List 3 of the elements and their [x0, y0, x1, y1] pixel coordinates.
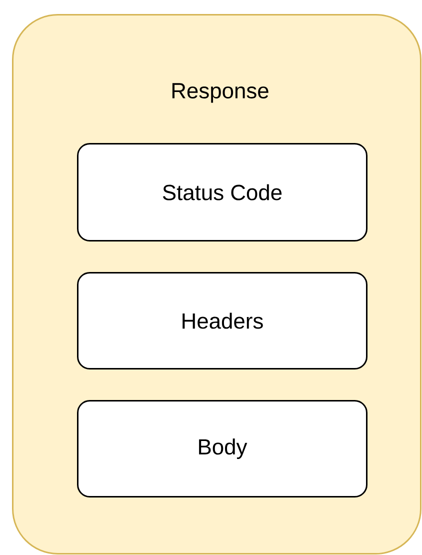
field-box: Status Code [77, 143, 368, 242]
field-box: Body [77, 400, 368, 498]
field-box: Headers [77, 272, 368, 370]
